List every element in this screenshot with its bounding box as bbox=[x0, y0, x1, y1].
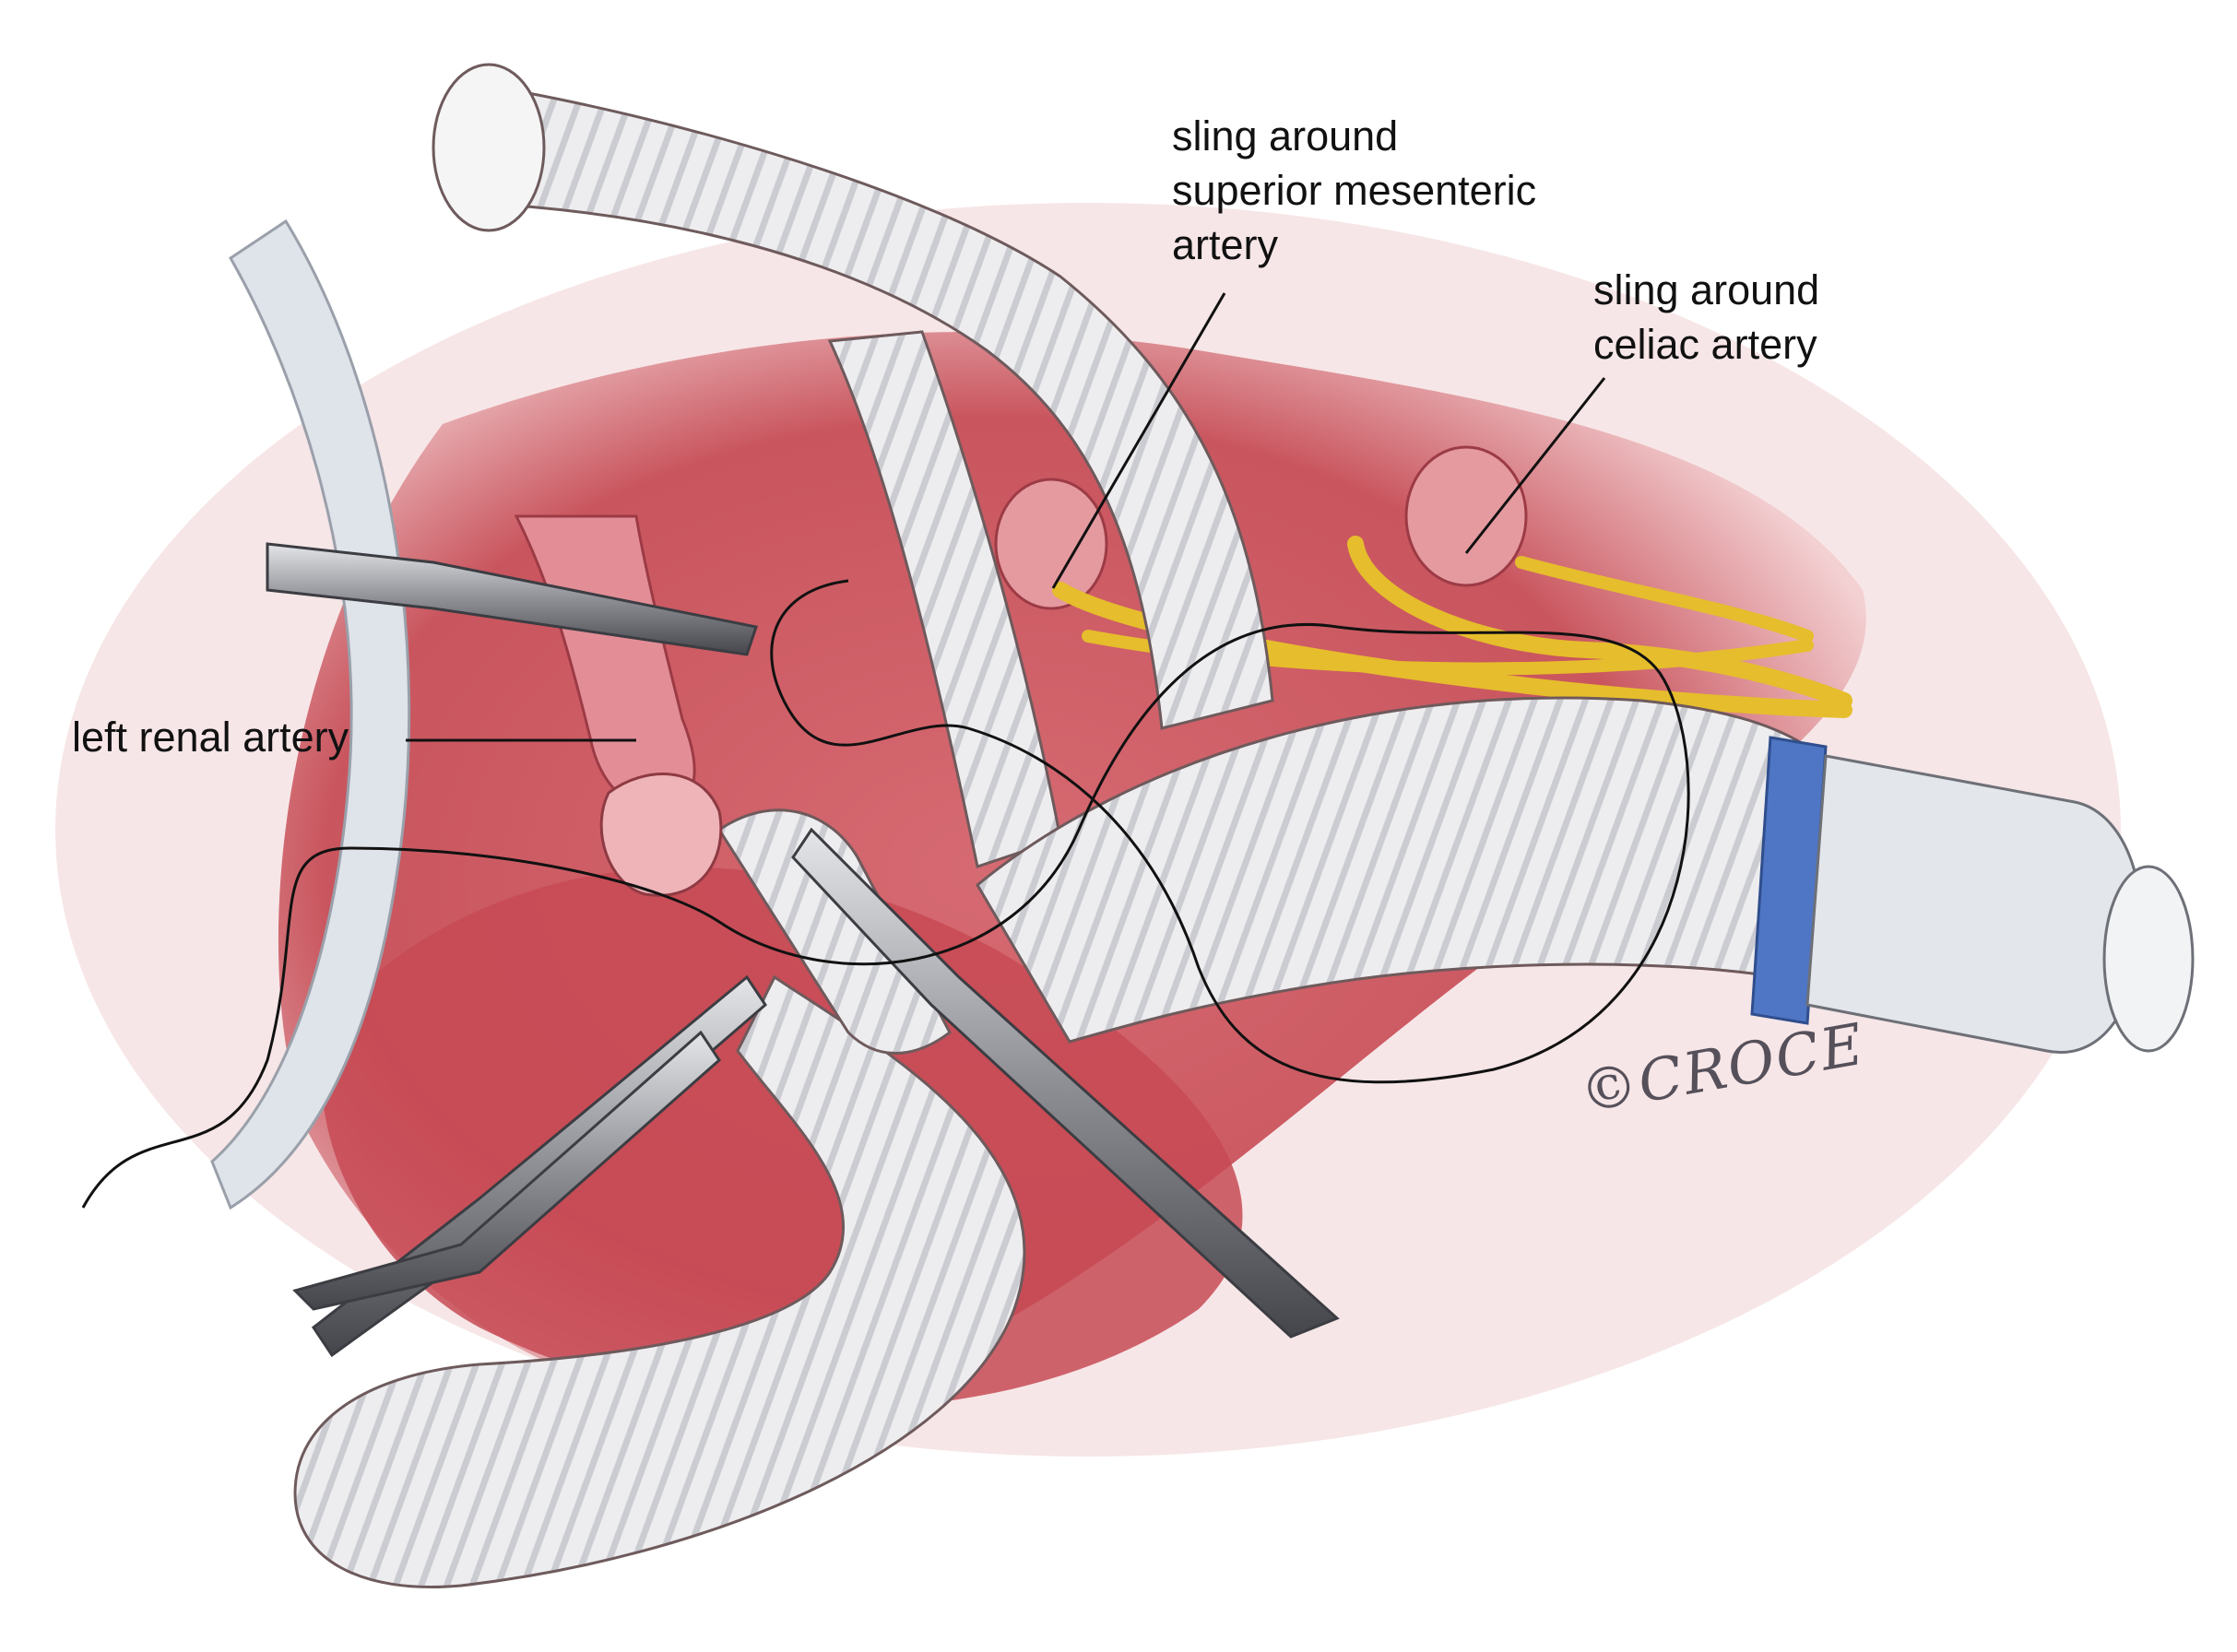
leader-line-celiac bbox=[1464, 377, 1606, 554]
celiac-sling-second bbox=[1515, 556, 1814, 643]
suture-thread bbox=[81, 579, 1690, 1209]
forceps-upper bbox=[266, 542, 758, 656]
celiac-stump bbox=[1404, 445, 1528, 587]
graft-limb-lower bbox=[293, 974, 1026, 1588]
leader-line-sma bbox=[1051, 292, 1226, 589]
label-superior-mesenteric-artery-sling: sling around superior mesenteric artery bbox=[1172, 112, 1537, 268]
label-celiac-artery-sling: sling around celiac artery bbox=[1593, 266, 1820, 368]
anastomosis-patch bbox=[599, 773, 723, 897]
clamp-lower-jaw bbox=[292, 1030, 721, 1311]
sma-stump bbox=[994, 478, 1108, 610]
renal-bypass-graft bbox=[716, 808, 952, 1055]
graft-opening bbox=[432, 63, 546, 232]
graft-limb-upper bbox=[468, 81, 1274, 730]
blue-tie-band bbox=[1750, 736, 1828, 1025]
label-left-renal-artery: left renal artery bbox=[72, 714, 349, 761]
connector-end bbox=[2102, 865, 2195, 1053]
celiac-sling bbox=[1347, 536, 1852, 709]
